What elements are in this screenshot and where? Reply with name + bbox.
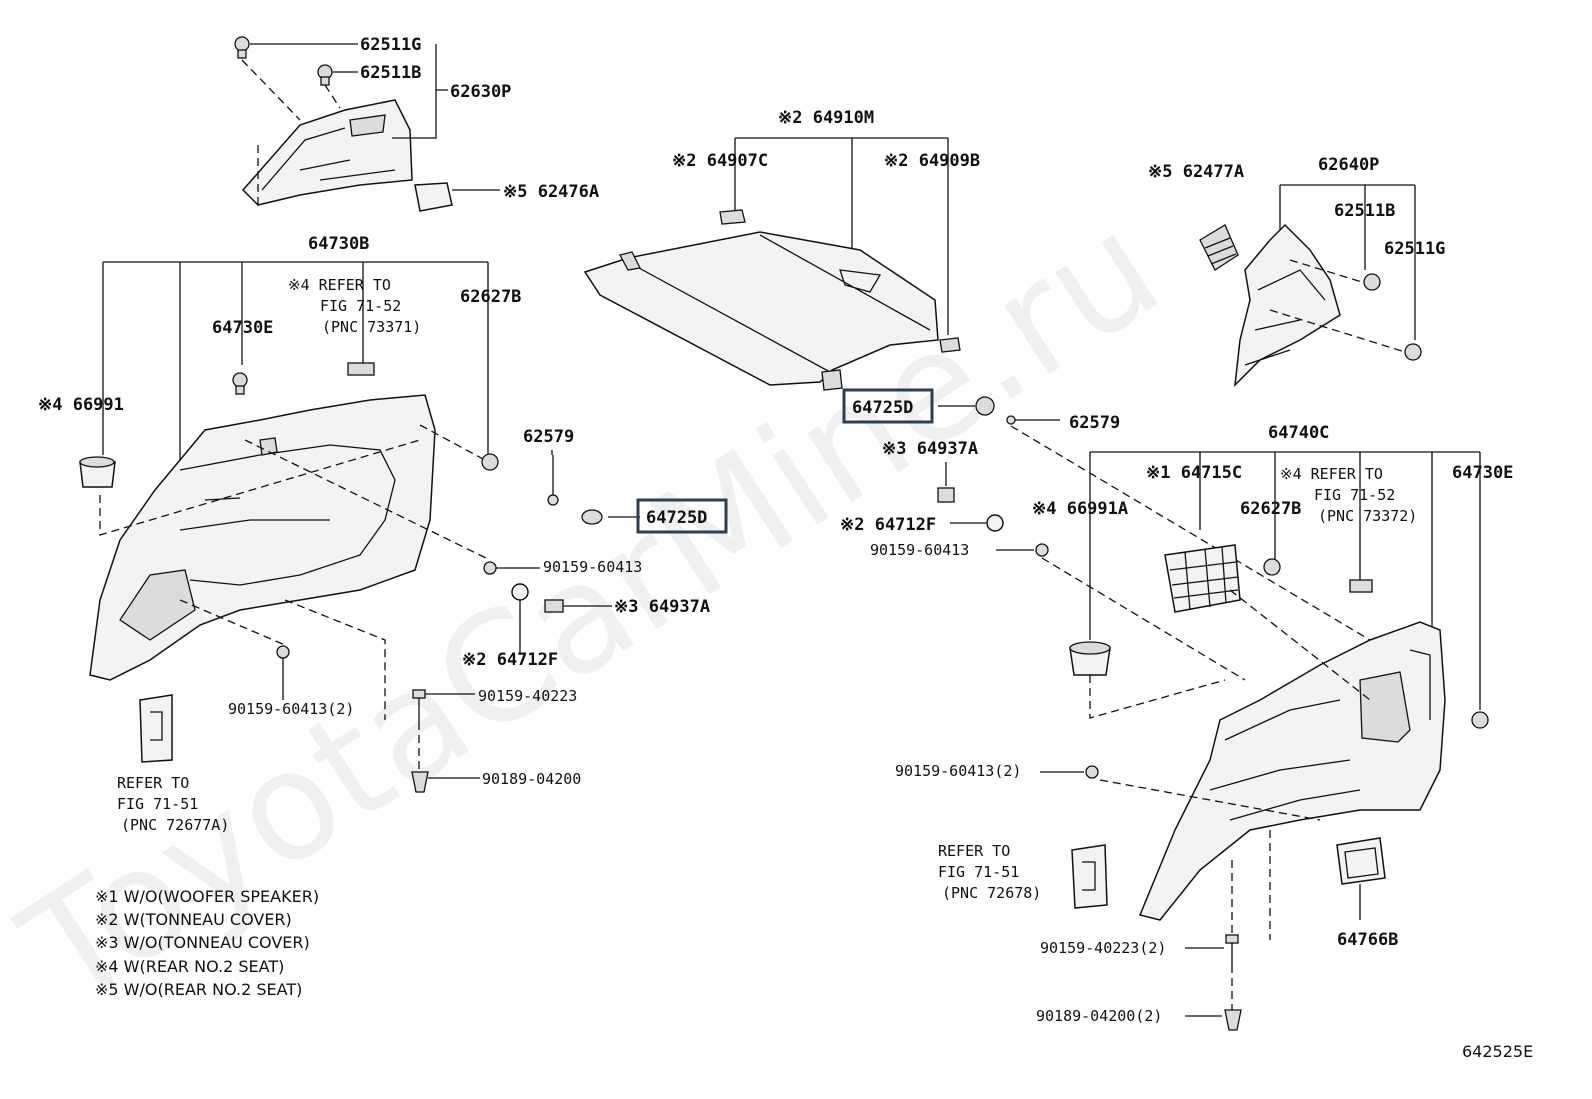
label-66991: ※4 66991 bbox=[38, 395, 124, 415]
clip-64937a-left bbox=[544, 599, 564, 613]
label-90159-40223-2: 90159-40223(2) bbox=[1040, 939, 1166, 957]
label-64730B: 64730B bbox=[308, 234, 369, 254]
label-64725D-mid[interactable]: 64725D bbox=[852, 398, 913, 418]
label-62511G-right: 62511G bbox=[1384, 239, 1445, 259]
clip-64712f-mid bbox=[986, 514, 1004, 532]
label-90159-40223: 90159-40223 bbox=[478, 687, 577, 705]
clip-62511b-top bbox=[317, 64, 333, 86]
bracket-73372 bbox=[1349, 579, 1373, 593]
ref-right-3: (PNC 73372) bbox=[1318, 507, 1417, 525]
ref-br-3: (PNC 72678) bbox=[942, 884, 1041, 902]
ref-top-1: ※4 REFER TO bbox=[288, 276, 391, 294]
note-5: ※5 W/O(REAR NO.2 SEAT) bbox=[95, 980, 302, 999]
label-64715C: ※1 64715C bbox=[1146, 463, 1242, 483]
handle-ref-72678 bbox=[1071, 844, 1108, 909]
label-62511B-top: 62511B bbox=[360, 63, 421, 83]
cover-64766b bbox=[1336, 837, 1386, 885]
grommet-66991 bbox=[79, 456, 116, 488]
cap-64725d-left bbox=[581, 509, 603, 525]
ref-br-1: REFER TO bbox=[938, 842, 1010, 860]
label-64937A-left: ※3 64937A bbox=[614, 597, 710, 617]
clip-90189-04200 bbox=[411, 771, 429, 793]
label-64910M: ※2 64910M bbox=[778, 108, 874, 128]
clip-62627b-left bbox=[481, 453, 499, 471]
label-64712F-mid: ※2 64712F bbox=[840, 515, 936, 535]
bolt-90159-60413-2-right bbox=[1085, 765, 1099, 779]
highlight-64725D-left bbox=[636, 498, 728, 534]
bolt-90159-60413-a bbox=[483, 561, 497, 575]
pillar-garnish-62630p bbox=[241, 99, 453, 212]
ref-br-2: FIG 71-51 bbox=[938, 863, 1019, 881]
label-90159-60413-2-right: 90159-60413(2) bbox=[895, 762, 1021, 780]
screw-90159-40223-2 bbox=[1225, 934, 1239, 965]
label-90159-60413-mid: 90159-60413 bbox=[870, 541, 969, 559]
clip-90189-04200-2 bbox=[1224, 1009, 1242, 1031]
label-64730E-left: 64730E bbox=[212, 318, 273, 338]
note-1: ※1 W/O(WOOFER SPEAKER) bbox=[95, 887, 319, 906]
highlight-64725D-mid bbox=[842, 388, 934, 424]
cap-64725d-mid bbox=[975, 396, 995, 416]
label-90189-04200: 90189-04200 bbox=[482, 770, 581, 788]
screw-62579-mid bbox=[1006, 415, 1060, 425]
label-62630P: 62630P bbox=[450, 82, 511, 102]
quarter-trim-64730b bbox=[89, 394, 436, 681]
label-62477A: ※5 62477A bbox=[1148, 162, 1244, 182]
diagram-code: 642525E bbox=[1462, 1042, 1533, 1061]
clip-64712f-left bbox=[511, 583, 529, 601]
note-4: ※4 W(REAR NO.2 SEAT) bbox=[95, 957, 284, 976]
grommet-66991a bbox=[1069, 641, 1111, 676]
label-64937A-mid: ※3 64937A bbox=[882, 439, 978, 459]
clip-62511b-right bbox=[1363, 273, 1381, 291]
ref-top-2: FIG 71-52 bbox=[320, 297, 401, 315]
clip-62511g-right bbox=[1404, 343, 1422, 361]
label-64907C: ※2 64907C bbox=[672, 151, 768, 171]
pillar-garnish-62640p bbox=[1234, 223, 1341, 388]
clip-64937a-mid bbox=[937, 487, 955, 503]
label-90189-04200-2: 90189-04200(2) bbox=[1036, 1007, 1162, 1025]
label-62627B-left: 62627B bbox=[460, 287, 521, 307]
label-64909B: ※2 64909B bbox=[884, 151, 980, 171]
ref-right-2: FIG 71-52 bbox=[1314, 486, 1395, 504]
label-64712F-left: ※2 64712F bbox=[462, 650, 558, 670]
note-3: ※3 W/O(TONNEAU COVER) bbox=[95, 933, 310, 952]
label-90159-60413-a: 90159-60413 bbox=[543, 558, 642, 576]
ref-left-3: (PNC 72677A) bbox=[121, 816, 229, 834]
label-62511B-right: 62511B bbox=[1334, 201, 1395, 221]
clip-62627b-right bbox=[1263, 558, 1281, 576]
tonneau-cover-64910m bbox=[583, 209, 961, 391]
label-64730E-right: 64730E bbox=[1452, 463, 1513, 483]
clip-62511g-top bbox=[234, 36, 250, 59]
note-2: ※2 W(TONNEAU COVER) bbox=[95, 910, 292, 929]
quarter-trim-64740c bbox=[1138, 621, 1446, 921]
label-64725D-left[interactable]: 64725D bbox=[646, 508, 707, 528]
label-62579-mid: 62579 bbox=[1069, 413, 1120, 433]
clip-64730e-left bbox=[232, 372, 248, 395]
clip-64730e-right bbox=[1471, 711, 1489, 729]
speaker-cover-64715c bbox=[1164, 544, 1241, 613]
label-66991A: ※4 66991A bbox=[1032, 499, 1128, 519]
ref-left-1: REFER TO bbox=[117, 774, 189, 792]
bolt-90159-60413-mid bbox=[1035, 543, 1049, 557]
label-62640P: 62640P bbox=[1318, 155, 1379, 175]
label-64740C: 64740C bbox=[1268, 423, 1329, 443]
ref-top-3: (PNC 73371) bbox=[322, 318, 421, 336]
label-62627B-right: 62627B bbox=[1240, 499, 1301, 519]
ref-right-1: ※4 REFER TO bbox=[1280, 465, 1383, 483]
label-64766B: 64766B bbox=[1337, 930, 1398, 950]
label-62579-left: 62579 bbox=[523, 427, 574, 447]
bracket-73371 bbox=[347, 362, 375, 376]
screw-62579-left bbox=[547, 455, 559, 506]
label-90159-60413-2-left: 90159-60413(2) bbox=[228, 700, 354, 718]
ref-left-2: FIG 71-51 bbox=[117, 795, 198, 813]
bolt-90159-60413-2-left bbox=[276, 645, 290, 659]
label-62511G-top: 62511G bbox=[360, 35, 421, 55]
vent-62477a bbox=[1199, 224, 1239, 271]
label-62476A: ※5 62476A bbox=[503, 182, 599, 202]
handle-ref-72677a bbox=[139, 694, 173, 763]
footnotes: ※1 W/O(WOOFER SPEAKER) ※2 W(TONNEAU COVE… bbox=[95, 887, 319, 999]
